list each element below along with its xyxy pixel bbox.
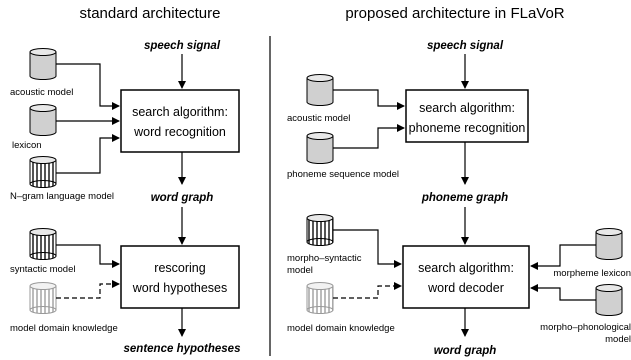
right-box1-line1: search algorithm: bbox=[419, 101, 515, 115]
right-domain-knowledge-cylinder bbox=[306, 282, 334, 314]
left-word-recognition-box bbox=[120, 89, 240, 153]
left-lexicon-cylinder bbox=[29, 104, 57, 136]
right-phoneme-sequence-label: phoneme sequence model bbox=[287, 169, 399, 180]
left-syntactic-model-cylinder bbox=[29, 228, 57, 260]
right-box2-line1: search algorithm: bbox=[418, 261, 514, 275]
left-acoustic-model-label: acoustic model bbox=[10, 87, 73, 98]
left-box2-line1: rescoring bbox=[154, 261, 205, 275]
right-morpho-syntactic-label-line2: model bbox=[287, 265, 313, 276]
right-morpho-phonological-label-line1: morpho–phonological bbox=[540, 322, 631, 333]
right-domain-arrow bbox=[333, 282, 402, 299]
left-word-graph-label: word graph bbox=[151, 192, 214, 204]
right-morpho-syntactic-arrow bbox=[333, 229, 402, 268]
left-ngram-model-cylinder bbox=[29, 156, 57, 188]
left-sentence-hypotheses-label: sentence hypotheses bbox=[124, 343, 241, 355]
left-box1-line1: search algorithm: bbox=[132, 105, 228, 119]
right-phoneme-graph-label: phoneme graph bbox=[421, 192, 508, 204]
right-acoustic-model-label: acoustic model bbox=[287, 113, 350, 124]
right-morpheme-lexicon-label: morpheme lexicon bbox=[553, 268, 631, 279]
right-morpho-phonological-arrow bbox=[530, 284, 596, 301]
right-phoneme-recognition-box bbox=[405, 89, 529, 143]
left-rescoring-box bbox=[120, 245, 240, 309]
right-domain-knowledge-label: model domain knowledge bbox=[287, 323, 395, 334]
right-acoustic-arrow bbox=[333, 89, 405, 110]
right-morpho-phonological-label-line2: model bbox=[605, 334, 631, 345]
right-word-graph-label: word graph bbox=[434, 345, 497, 357]
right-title: proposed architecture in FLaVoR bbox=[345, 5, 564, 22]
left-domain-arrow bbox=[56, 280, 120, 299]
left-lexicon-label: lexicon bbox=[12, 140, 42, 151]
right-phoneme-sequence-cylinder bbox=[306, 132, 334, 164]
left-acoustic-arrow bbox=[56, 63, 120, 110]
left-speech-signal-label: speech signal bbox=[144, 40, 221, 52]
left-ngram-arrow bbox=[56, 134, 120, 174]
right-morpheme-lexicon-cylinder bbox=[595, 228, 623, 260]
right-morpho-phonological-cylinder bbox=[595, 284, 623, 316]
right-morpheme-lexicon-arrow bbox=[530, 244, 596, 270]
left-acoustic-model-cylinder bbox=[29, 48, 57, 80]
left-title: standard architecture bbox=[80, 5, 221, 22]
right-speech-signal-label: speech signal bbox=[427, 40, 504, 52]
left-domain-knowledge-label: model domain knowledge bbox=[10, 323, 118, 334]
right-box2-line2: word decoder bbox=[427, 281, 504, 295]
right-word-decoder-box bbox=[402, 245, 530, 309]
left-domain-knowledge-cylinder bbox=[29, 282, 57, 314]
right-box1-line2: phoneme recognition bbox=[409, 121, 526, 135]
right-acoustic-model-cylinder bbox=[306, 74, 334, 106]
left-box1-line2: word recognition bbox=[133, 125, 226, 139]
left-box2-line2: word hypotheses bbox=[132, 281, 228, 295]
right-morpho-syntactic-label-line1: morpho–syntactic bbox=[287, 253, 362, 264]
left-syntactic-arrow bbox=[56, 244, 120, 268]
right-morpho-syntactic-cylinder bbox=[306, 214, 334, 246]
right-phoneme-seq-arrow bbox=[333, 124, 405, 149]
left-ngram-model-label: N–gram language model bbox=[10, 191, 114, 202]
left-syntactic-model-label: syntactic model bbox=[10, 264, 75, 275]
